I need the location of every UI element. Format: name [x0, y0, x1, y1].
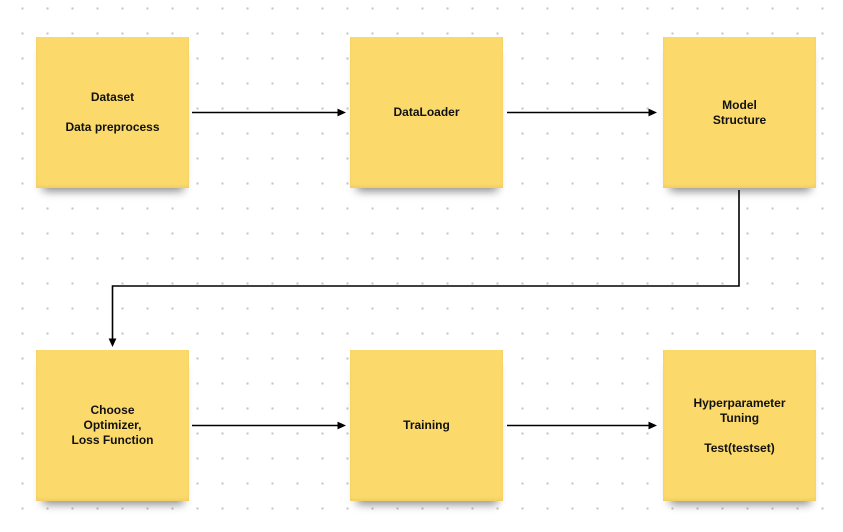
- connector-training-hyperparameter-arrowhead: [648, 421, 657, 430]
- connector-optimizer-training-arrowhead: [337, 421, 346, 430]
- sticky-note-dataloader-text: DataLoader: [393, 105, 460, 119]
- sticky-note-choose-optimizer[interactable]: Choose Optimizer, Loss Function: [36, 350, 189, 501]
- connector-dataset-dataloader-arrowhead: [337, 108, 346, 117]
- connector-model-optimizer[interactable]: [108, 190, 740, 347]
- sticky-note-model-structure-text: Model Structure: [712, 97, 767, 127]
- connector-training-hyperparameter[interactable]: [507, 421, 657, 430]
- sticky-note-hyperparameter[interactable]: Hyperparameter Tuning Test(testset): [663, 350, 816, 501]
- sticky-note-training[interactable]: Training: [350, 350, 503, 501]
- sticky-note-training-text: Training: [403, 418, 450, 432]
- connector-optimizer-training[interactable]: [192, 421, 346, 430]
- connector-dataset-dataloader[interactable]: [192, 108, 346, 117]
- sticky-note-hyperparameter-text: Hyperparameter Tuning Test(testset): [693, 395, 786, 455]
- connector-dataloader-model-arrowhead: [648, 108, 657, 117]
- connector-model-optimizer-arrowhead: [108, 338, 117, 347]
- sticky-note-choose-optimizer-text: Choose Optimizer, Loss Function: [71, 403, 154, 447]
- sticky-note-dataset[interactable]: Dataset Data preprocess: [36, 37, 189, 188]
- sticky-note-dataset-text: Dataset Data preprocess: [65, 90, 160, 134]
- connector-model-optimizer-line: [111, 190, 740, 340]
- sticky-note-dataloader[interactable]: DataLoader: [350, 37, 503, 188]
- connector-dataloader-model[interactable]: [507, 108, 657, 117]
- sticky-note-model-structure[interactable]: Model Structure: [663, 37, 816, 188]
